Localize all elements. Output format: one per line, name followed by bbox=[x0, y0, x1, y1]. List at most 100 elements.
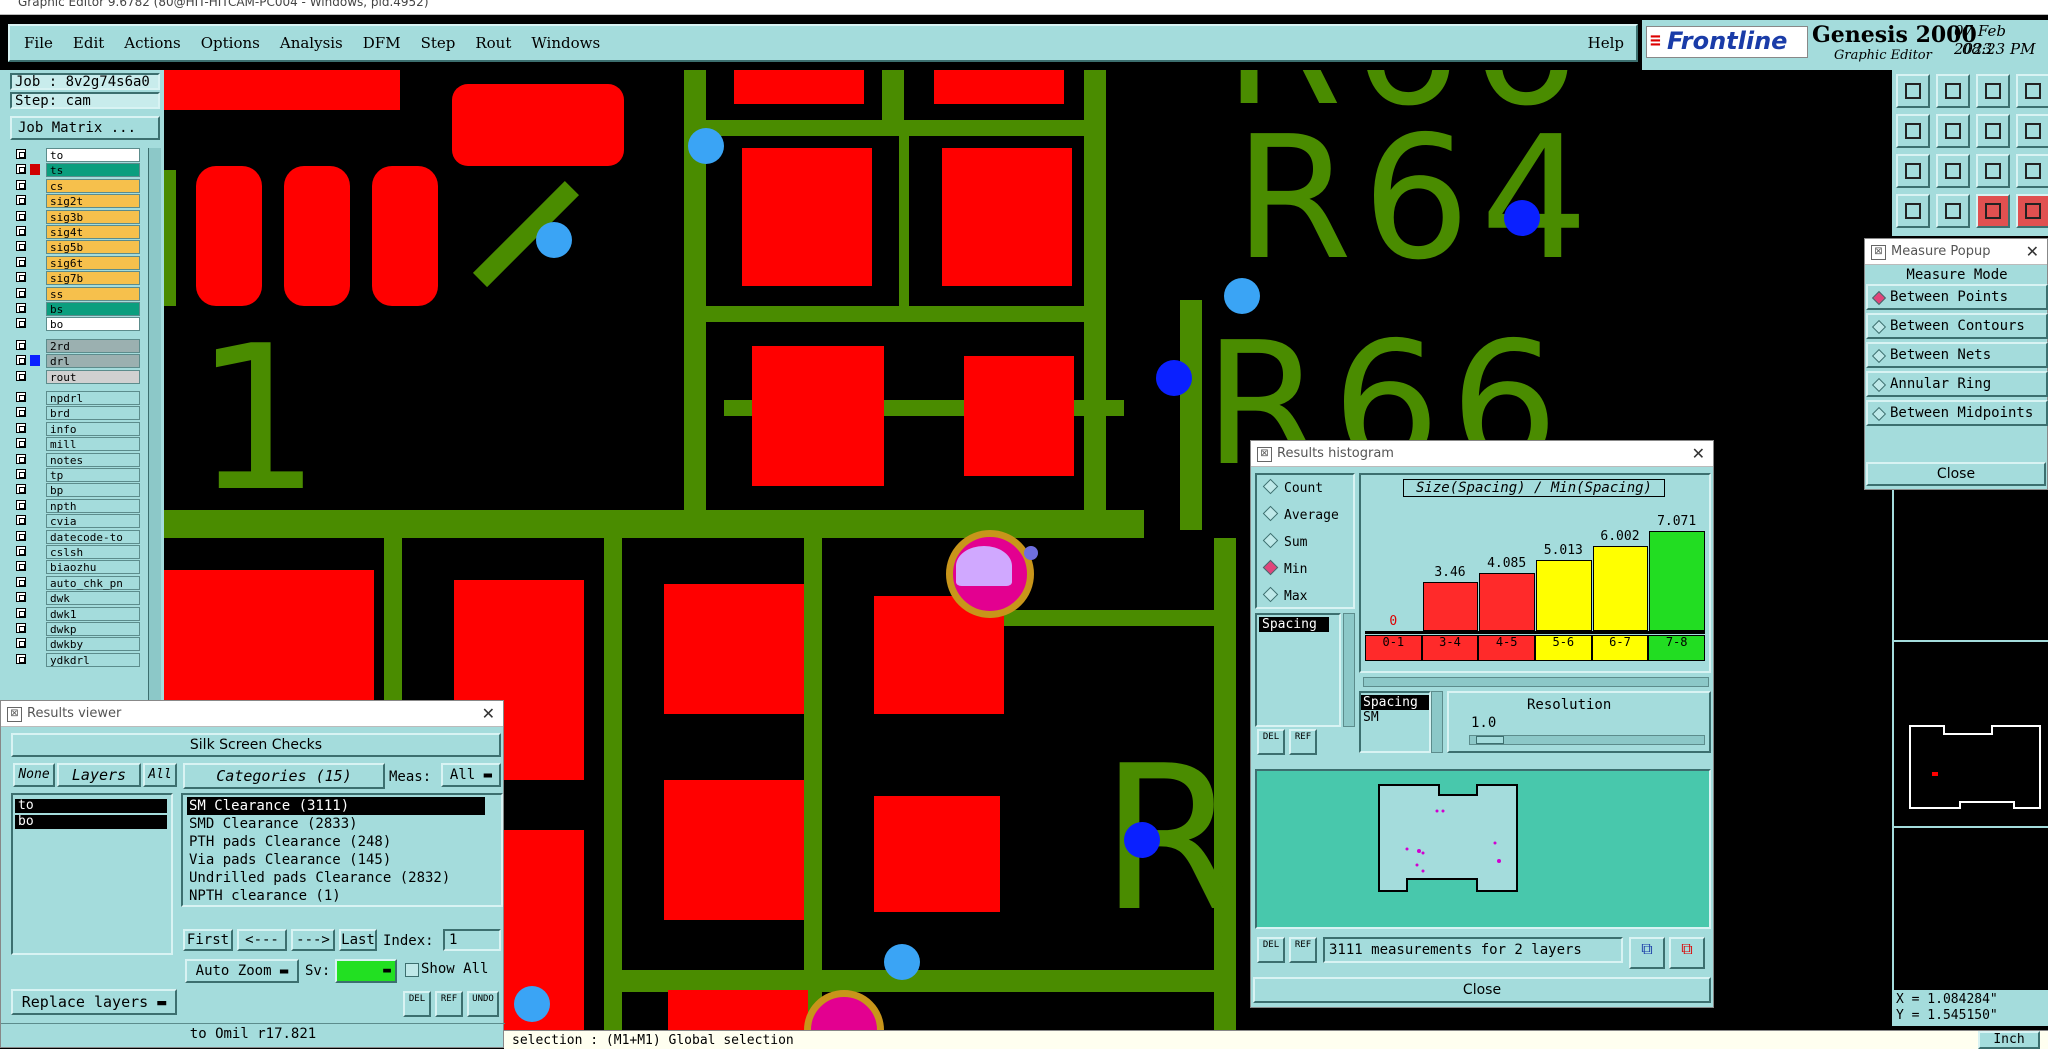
layers-button[interactable]: Layers bbox=[57, 763, 141, 787]
tool-icon[interactable] bbox=[2016, 114, 2048, 148]
radio-max[interactable]: Max bbox=[1262, 586, 1307, 604]
layer-checkbox[interactable] bbox=[16, 355, 26, 366]
tool-icon[interactable] bbox=[1936, 194, 1970, 228]
first-button[interactable]: First bbox=[183, 929, 233, 951]
spacing-scrollbar[interactable] bbox=[1431, 691, 1443, 753]
layer-checkbox[interactable] bbox=[16, 318, 26, 329]
layer-checkbox[interactable] bbox=[16, 546, 26, 556]
layer-row[interactable]: dwk bbox=[10, 591, 140, 606]
resolution-slider[interactable] bbox=[1469, 735, 1705, 745]
layer-row[interactable]: npdrl bbox=[10, 391, 140, 405]
layer-checkbox[interactable] bbox=[16, 407, 26, 418]
tool-icon[interactable] bbox=[1896, 154, 1930, 188]
layer-checkbox[interactable] bbox=[16, 422, 26, 433]
close-icon[interactable]: ✕ bbox=[1691, 444, 1705, 463]
layer-checkbox[interactable] bbox=[16, 484, 26, 495]
overview-panel[interactable] bbox=[1892, 490, 2048, 990]
undo-button[interactable]: UNDO bbox=[467, 991, 499, 1017]
layer-checkbox[interactable] bbox=[16, 256, 26, 267]
categories-button[interactable]: Categories (15) bbox=[183, 763, 385, 789]
layer-checkbox[interactable] bbox=[16, 149, 26, 159]
menu-edit[interactable]: Edit bbox=[72, 34, 105, 52]
layer-row[interactable]: mill bbox=[10, 437, 140, 452]
layer-row[interactable]: bp bbox=[10, 483, 140, 498]
layer-row[interactable]: sig5b bbox=[10, 240, 140, 255]
layer-row[interactable]: dwkby bbox=[10, 637, 140, 652]
layer-row[interactable]: ydkdrl bbox=[10, 652, 140, 667]
layer-scrollbar[interactable] bbox=[148, 148, 161, 710]
layer-checkbox[interactable] bbox=[16, 392, 26, 402]
layer-checkbox[interactable] bbox=[16, 210, 26, 221]
tool-icon[interactable] bbox=[1936, 74, 1970, 108]
next-button[interactable]: ---> bbox=[291, 929, 335, 951]
layer-checkbox[interactable] bbox=[16, 179, 26, 190]
hist-ref-button[interactable]: REF bbox=[1289, 729, 1317, 755]
menu-windows[interactable]: Windows bbox=[531, 34, 601, 52]
layer-checkbox[interactable] bbox=[16, 576, 26, 587]
layer-checkbox[interactable] bbox=[16, 287, 26, 298]
layer-row[interactable]: 2rd bbox=[10, 338, 140, 353]
menu-actions[interactable]: Actions bbox=[124, 34, 181, 52]
layer-checkbox[interactable] bbox=[16, 453, 26, 464]
radio-count[interactable]: Count bbox=[1262, 478, 1323, 496]
layer-row[interactable]: ss bbox=[10, 286, 140, 301]
histogram-bar[interactable] bbox=[1536, 560, 1592, 631]
layer-row[interactable]: tp bbox=[10, 468, 140, 482]
radio-average[interactable]: Average bbox=[1262, 505, 1339, 523]
silk-screen-checks-header[interactable]: Silk Screen Checks bbox=[11, 733, 501, 757]
layer-row[interactable]: brd bbox=[10, 406, 140, 421]
layer-row[interactable]: notes bbox=[10, 452, 140, 467]
mode-annular-ring[interactable]: Annular Ring bbox=[1866, 371, 2048, 397]
replace-layers-select[interactable]: Replace layers ▬ bbox=[11, 989, 177, 1015]
layer-row[interactable]: cslsh bbox=[10, 545, 140, 559]
layer-row[interactable]: sig4t bbox=[10, 225, 140, 239]
layer-row[interactable]: info bbox=[10, 421, 140, 436]
auto-zoom-select[interactable]: Auto Zoom ▬ bbox=[185, 959, 299, 983]
layer-checkbox[interactable] bbox=[16, 515, 26, 526]
hist-del-button[interactable]: DEL bbox=[1257, 729, 1285, 755]
layer-checkbox[interactable] bbox=[16, 370, 26, 381]
mode-between-nets[interactable]: Between Nets bbox=[1866, 342, 2048, 368]
tool-icon[interactable] bbox=[1896, 74, 1930, 108]
category-item[interactable]: Undrilled pads Clearance (2832) bbox=[189, 870, 451, 886]
category-item[interactable]: NPTH clearance (1) bbox=[189, 888, 341, 904]
histogram-bar[interactable] bbox=[1592, 546, 1649, 631]
measure-close-button[interactable]: Close bbox=[1866, 462, 2046, 486]
histogram-bar[interactable] bbox=[1422, 582, 1479, 631]
tool-icon[interactable] bbox=[2016, 194, 2048, 228]
job-matrix-button[interactable]: Job Matrix ... bbox=[10, 116, 160, 140]
radio-min[interactable]: Min bbox=[1262, 559, 1307, 577]
layer-row[interactable]: bo bbox=[10, 317, 140, 332]
layer-checkbox[interactable] bbox=[16, 561, 26, 572]
layer-checkbox[interactable] bbox=[16, 303, 26, 313]
layer-checkbox[interactable] bbox=[16, 195, 26, 206]
layer-checkbox[interactable] bbox=[16, 438, 26, 449]
tool-icon[interactable] bbox=[1936, 154, 1970, 188]
layer-checkbox[interactable] bbox=[16, 226, 26, 236]
resolution-slider-thumb[interactable] bbox=[1476, 736, 1504, 744]
close-icon[interactable]: ✕ bbox=[481, 704, 495, 723]
ref-button[interactable]: REF bbox=[435, 991, 463, 1017]
layer-row[interactable]: rout bbox=[10, 369, 140, 384]
spacing-item[interactable]: Spacing bbox=[1361, 695, 1429, 710]
sv-color-select[interactable]: ▬ bbox=[335, 959, 397, 983]
layer-row[interactable]: auto_chk_pn bbox=[10, 575, 140, 590]
hist-del-button-2[interactable]: DEL bbox=[1257, 937, 1285, 963]
layer-row[interactable]: datecode-to bbox=[10, 529, 140, 544]
layer-checkbox[interactable] bbox=[16, 272, 26, 283]
radio-sum[interactable]: Sum bbox=[1262, 532, 1307, 550]
last-button[interactable]: Last bbox=[339, 929, 377, 951]
layer-result-item[interactable]: to bbox=[15, 799, 167, 813]
zoom-icon-button[interactable]: ⧉ bbox=[1669, 937, 1705, 969]
menu-help[interactable]: Help bbox=[1587, 34, 1624, 52]
sm-item[interactable]: SM bbox=[1363, 710, 1379, 725]
histogram-close-button[interactable]: Close bbox=[1253, 977, 1711, 1003]
index-input[interactable]: 1 bbox=[443, 929, 501, 951]
tool-icon[interactable] bbox=[2016, 154, 2048, 188]
tool-icon[interactable] bbox=[1896, 194, 1930, 228]
show-all-checkbox[interactable] bbox=[405, 963, 419, 977]
layer-result-item[interactable]: bo bbox=[15, 815, 167, 829]
layer-row[interactable]: dwk1 bbox=[10, 606, 140, 621]
category-item[interactable]: SMD Clearance (2833) bbox=[189, 816, 358, 832]
layer-checkbox[interactable] bbox=[16, 339, 26, 350]
